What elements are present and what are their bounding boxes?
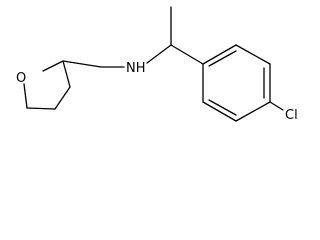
bond-o-c2 [42, 60, 64, 72]
ring-bond-5 [202, 101, 237, 122]
bond-n-ch [146, 44, 172, 64]
bond-c5-o [23, 83, 28, 109]
bond-ch-ring [170, 44, 204, 65]
structure-diagram: O NH Cl [16, 6, 298, 123]
linker-chain [62, 6, 204, 68]
bond-c3-c4 [54, 86, 71, 110]
bond-ring-cl [269, 101, 284, 111]
atom-label-nh: NH [126, 61, 146, 76]
bond-c4-c5 [26, 107, 56, 110]
ring-bond-1-inner [208, 50, 237, 67]
ring-bond-2 [235, 44, 271, 65]
atom-label-oxygen: O [16, 71, 26, 86]
ring-bond-4 [235, 101, 271, 122]
ring-bond-5-inner [208, 99, 237, 116]
oxolane-ring [23, 60, 71, 110]
ring-bond-1 [202, 44, 237, 65]
bond-c2-ch2 [62, 60, 102, 68]
bond-c2-c3 [62, 60, 71, 88]
chlorophenyl-ring [202, 44, 284, 122]
atom-label-chlorine: Cl [285, 108, 298, 123]
